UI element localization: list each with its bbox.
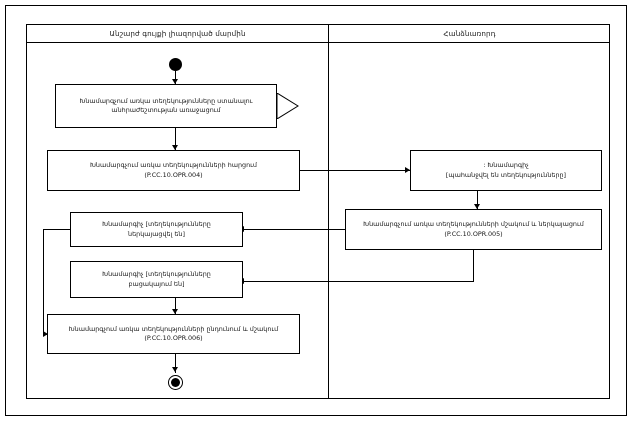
activity-node-3-label: Խնամարգչում առկա տեղեկությունների մշակու… [363, 220, 584, 238]
send-signal-icon [277, 93, 299, 119]
initial-node [169, 58, 182, 71]
arrowhead-down-icon [172, 145, 178, 150]
flow-activity3-to-state-left1 [243, 229, 345, 230]
state-node-left-1[interactable]: Խնամարգիչ [տեղեկությունները ներկայացվել … [70, 212, 243, 247]
state-node-left-1-label: Խնամարգիչ [տեղեկությունները ներկայացվել … [102, 220, 211, 238]
arrowhead-down-icon [172, 79, 178, 84]
state-node-right-1[interactable]: : Խնամարգիչ [պահանջվել են տեղեկություննե… [410, 150, 602, 191]
arrowhead-down-icon [172, 309, 178, 314]
arrowhead-right-icon [43, 331, 48, 337]
flow-activity3-down-branch [473, 250, 474, 281]
flow-loop-top-to-state-left1 [43, 229, 71, 230]
flow-loop-vertical [43, 229, 44, 334]
flow-activity1-to-activity2 [175, 128, 176, 150]
flow-activity3-to-state-left2 [243, 281, 474, 282]
state-node-left-2-label: Խնամարգիչ [տեղեկությունները բացակայում ե… [102, 270, 211, 288]
swimlane-header-left: Անշարժ գույքի լիազորված մարմին [26, 24, 329, 43]
flow-state-right-to-activity3 [477, 191, 478, 209]
flow-activity4-to-final [175, 354, 176, 373]
activity-node-1[interactable]: Խնամարգչում առկա տեղեկությունները ստանալ… [55, 84, 277, 128]
flow-state-left2-to-activity4 [175, 298, 176, 314]
activity-node-2-label: Խնամարգչում առկա տեղեկությունների հարցու… [90, 161, 257, 179]
flow-activity2-to-state-right [300, 170, 410, 171]
activity-node-4[interactable]: Խնամարգչում առկա տեղեկությունների ընդուն… [47, 314, 300, 354]
activity-node-3[interactable]: Խնամարգչում առկա տեղեկությունների մշակու… [345, 209, 602, 250]
state-node-left-2[interactable]: Խնամարգիչ [տեղեկությունները բացակայում ե… [70, 261, 243, 298]
arrowhead-down-icon [474, 204, 480, 209]
swimlane-header-right: Հանձնառորդ [329, 24, 610, 43]
swimlane-left-title: Անշարժ գույքի լիազորված մարմին [109, 28, 246, 38]
activity-node-2[interactable]: Խնամարգչում առկա տեղեկությունների հարցու… [47, 150, 300, 191]
final-node-core [171, 378, 180, 387]
arrowhead-down-icon [172, 367, 178, 372]
swimlane-left [26, 24, 329, 399]
state-node-right-1-label: : Խնամարգիչ [պահանջվել են տեղեկություննե… [445, 161, 567, 179]
arrowhead-right-icon [405, 167, 410, 173]
flow-initial-to-activity1 [175, 71, 176, 84]
activity-node-4-label: Խնամարգչում առկա տեղեկությունների ընդուն… [68, 324, 279, 343]
swimlane-right-title: Հանձնառորդ [443, 28, 496, 38]
activity-node-1-label: Խնամարգչում առկա տեղեկությունները ստանալ… [79, 96, 253, 115]
